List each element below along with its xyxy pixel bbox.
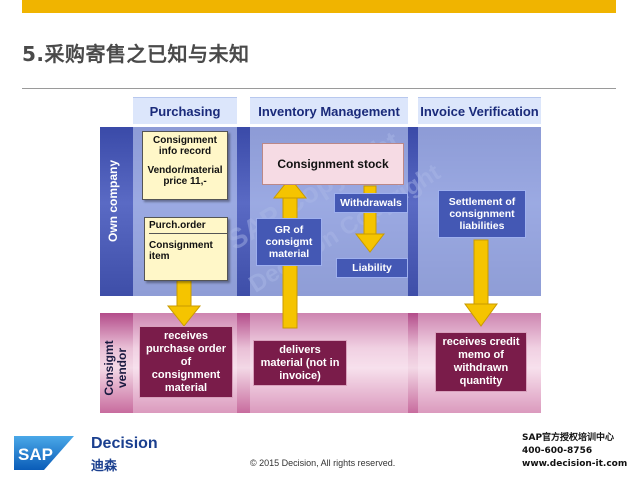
liability-box: Liability bbox=[336, 258, 408, 278]
delivers-material-box: delivers material (not in invoice) bbox=[253, 340, 347, 386]
gr-box: GR of consigmt material bbox=[256, 218, 322, 266]
arrow-po-to-vendor bbox=[166, 277, 202, 327]
contact-info: SAP官方授权培训中心 400-600-8756 www.decision-it… bbox=[522, 432, 627, 471]
brand-name-cn: 迪森 bbox=[91, 459, 118, 474]
arrow-settlement-to-vendor bbox=[464, 239, 498, 327]
column-header-invoice: Invoice Verification bbox=[418, 97, 541, 124]
purchase-order-note: Purch.order Consignment item bbox=[144, 217, 228, 281]
contact-website[interactable]: www.decision-it.com bbox=[522, 459, 628, 469]
withdrawals-box: Withdrawals bbox=[334, 193, 408, 213]
contact-phone: 400-600-8756 bbox=[522, 446, 593, 456]
receives-po-box: receives purchase order of consignment m… bbox=[139, 326, 233, 398]
column-header-purchasing: Purchasing bbox=[133, 97, 237, 124]
svg-text:SAP: SAP bbox=[18, 445, 53, 464]
contact-line-1: SAP官方授权培训中心 bbox=[522, 433, 615, 443]
brand-name: Decision bbox=[91, 435, 158, 452]
info-record-note: Consignment info record Vendor/material … bbox=[142, 131, 228, 200]
settlement-box: Settlement of consignment liabilities bbox=[438, 190, 526, 238]
top-accent-bar bbox=[22, 0, 616, 13]
page-title: 5.采购寄售之已知与未知 bbox=[22, 42, 250, 66]
column-header-inventory: Inventory Management bbox=[250, 97, 408, 124]
title-divider bbox=[22, 88, 616, 89]
credit-memo-box: receives credit memo of withdrawn quanti… bbox=[435, 332, 527, 392]
copyright-text: © 2015 Decision, All rights reserved. bbox=[250, 458, 396, 468]
consignment-stock-box: Consignment stock bbox=[262, 143, 404, 185]
sap-logo: SAP bbox=[14, 436, 74, 470]
